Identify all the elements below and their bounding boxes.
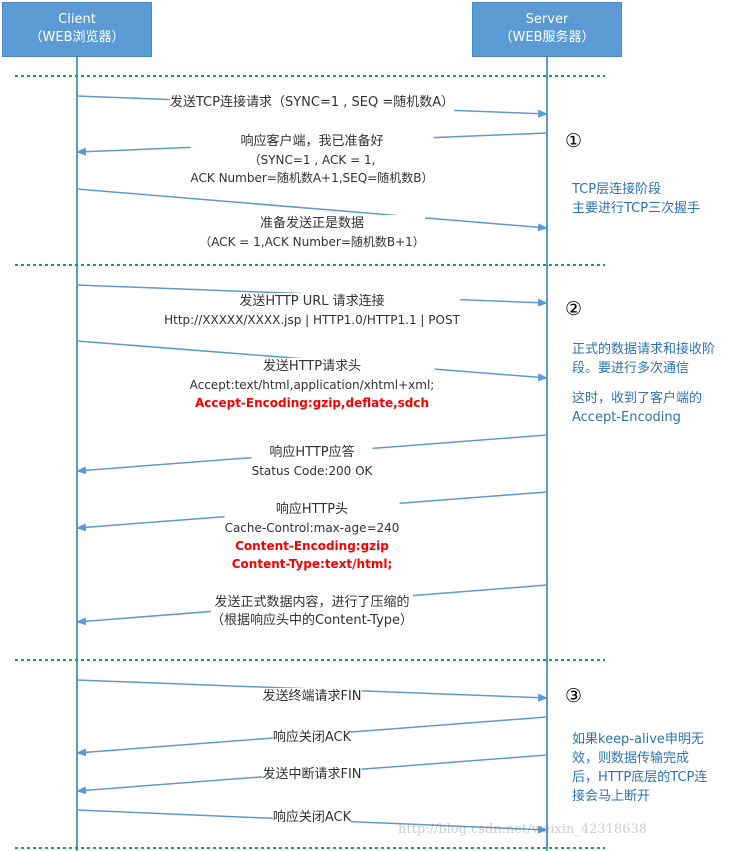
message-label: 响应关闭ACK [272,729,352,747]
server-subtitle: （WEB服务器） [499,30,595,45]
message-label-line: 响应HTTP应答 [269,445,355,460]
phase-1-note-line: 主要进行TCP三次握手 [572,201,701,216]
watermark: http://blog.csdn.net/weixin_42318638 [398,822,647,837]
message-label-line: 发送终端请求FIN [262,689,362,704]
message-label-line: 响应关闭ACK [272,730,352,745]
message-label-line: 发送TCP连接请求（SYNC=1 , SEQ =随机数A） [169,95,455,110]
phase-3-note-line: 后，HTTP底层的TCP连 [572,770,708,785]
message-label: 发送中断请求FIN [262,766,362,784]
phase-3-marker: ③ [565,685,583,707]
message-label-line: Accept:text/html,application/xhtml+xml; [189,378,435,392]
client-name: Client [58,12,96,27]
message-label-line: Content-Encoding:gzip [235,539,389,553]
phase-3-note-line: 接会马上断开 [572,789,651,804]
message-label-line: 发送HTTP URL 请求连接 [239,294,385,309]
message-label-line: Http://XXXXX/XXXX.jsp | HTTP1.0/HTTP1.1 … [164,313,460,327]
message-label-line: ACK Number=随机数A+1,SEQ=随机数B） [190,171,434,185]
client-subtitle: （WEB浏览器） [29,30,125,45]
phase-1-note: TCP层连接阶段 主要进行TCP三次握手 [572,180,700,218]
message-label: 响应HTTP应答 Status Code:200 OK [251,444,373,480]
phase-2-note: 正式的数据请求和接收阶 段。要进行多次通信 这时，收到了客户端的 Accept-… [572,340,715,427]
message-arrow [76,188,548,232]
message-label: 发送HTTP URL 请求连接 Http://XXXXX/XXXX.jsp | H… [164,293,460,329]
phase-2-note-line: 正式的数据请求和接收阶 [572,342,716,357]
message-label-line: Content-Type:text/html; [231,557,393,571]
message-label-line: 发送正式数据内容，进行了压缩的 [214,595,410,610]
client-actor-box: Client （WEB浏览器） [2,2,152,57]
phase-1-note-line: TCP层连接阶段 [572,182,662,197]
server-actor-box: Server （WEB服务器） [472,2,622,57]
phase-3-note: 如果keep-alive申明无 效，则数据传输完成 后，HTTP底层的TCP连 … [572,730,707,806]
message-label: 发送正式数据内容，进行了压缩的 （根据响应头中的Content-Type） [210,594,414,630]
phase-2-note-line [572,378,715,389]
phase-2-note-line: 这时，收到了客户端的 [572,391,703,406]
phase-1-marker: ① [565,130,583,152]
phase-3-note-line: 如果keep-alive申明无 [572,732,704,747]
message-label: 发送TCP连接请求（SYNC=1 , SEQ =随机数A） [169,94,455,112]
phase-2-note-line: Accept-Encoding [572,410,681,425]
message-label-line: Status Code:200 OK [251,464,373,478]
message-label-line: （SYNC=1 , ACK = 1, [248,153,376,167]
message-label-line: （ACK = 1,ACK Number=随机数B+1） [199,235,425,249]
phase-3-note-line: 效，则数据传输完成 [572,751,690,766]
message-label-line: Accept-Encoding:gzip,deflate,sdch [194,396,430,410]
phase-2-note-line: 段。要进行多次通信 [572,361,690,376]
message-label-line: Cache-Control:max-age=240 [224,521,400,535]
phase-2-marker: ② [565,298,583,320]
message-label-line: （根据响应头中的Content-Type） [210,613,414,628]
message-label: 发送HTTP请求头 Accept:text/html,application/xh… [189,358,435,412]
message-label: 响应客户端，我已准备好 （SYNC=1 , ACK = 1, ACK Number=… [190,133,434,187]
message-label: 响应关闭ACK [272,809,352,827]
message-label: 准备发送正是数据 （ACK = 1,ACK Number=随机数B+1） [199,215,425,251]
message-label-line: 准备发送正是数据 [259,216,364,231]
message-label-line: 响应客户端，我已准备好 [240,134,384,149]
message-label: 发送终端请求FIN [262,688,362,706]
server-name: Server [525,12,569,27]
message-label-line: 发送HTTP请求头 [262,359,362,374]
message-label-line: 发送中断请求FIN [262,767,362,782]
message-label-line: 响应HTTP头 [275,502,349,517]
message-label-line: 响应关闭ACK [272,810,352,825]
